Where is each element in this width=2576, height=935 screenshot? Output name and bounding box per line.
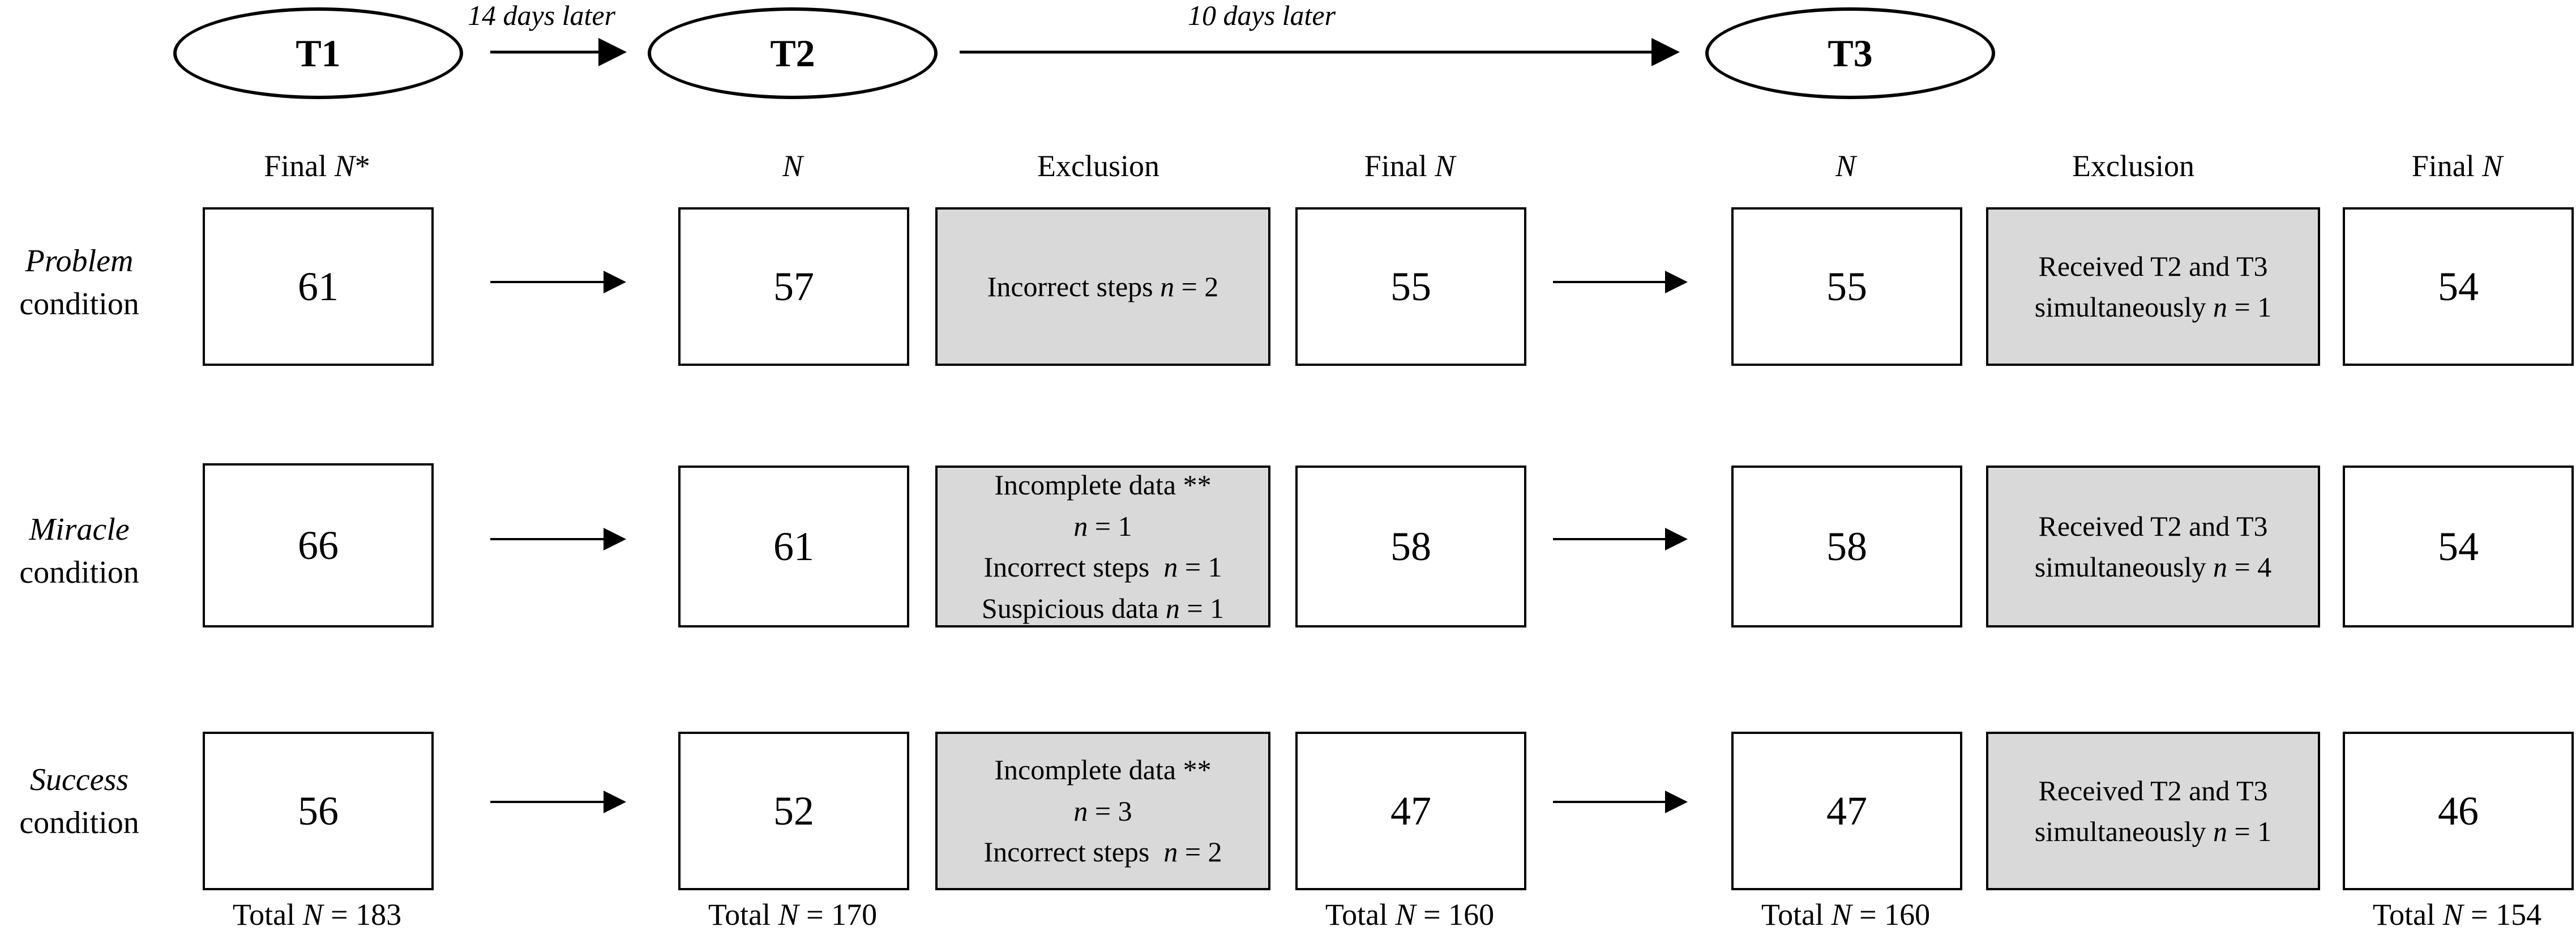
box-miracle-t2-exclusion: Incomplete data ** n = 1 Incorrect steps… bbox=[935, 466, 1270, 627]
header-t1-final-n: Final N* bbox=[264, 149, 370, 183]
box-problem-t2-n: 57 bbox=[678, 207, 909, 366]
exclusion-line: Incomplete data ** bbox=[994, 754, 1212, 786]
box-success-t3-final: 46 bbox=[2343, 732, 2574, 890]
box-success-t2-exclusion: Incomplete data ** n = 3 Incorrect steps… bbox=[935, 732, 1270, 890]
delay-label-t2-t3: 10 days later bbox=[1188, 0, 1336, 31]
timepoint-t3: T3 bbox=[1705, 7, 1995, 99]
box-success-t2-final: 47 bbox=[1295, 732, 1526, 890]
box-miracle-t1-final: 66 bbox=[203, 463, 434, 627]
exclusion-line: simultaneously n = 4 bbox=[2034, 551, 2272, 583]
exclusion-line: Incorrect steps n = 2 bbox=[987, 270, 1219, 302]
header-t2-n: N bbox=[782, 149, 803, 183]
total-t3-n: Total N = 160 bbox=[1761, 898, 1931, 932]
box-miracle-t3-final: 54 bbox=[2343, 466, 2574, 627]
total-t2-n: Total N = 170 bbox=[708, 898, 878, 932]
box-miracle-t3-n: 58 bbox=[1731, 466, 1962, 627]
exclusion-line: simultaneously n = 1 bbox=[2034, 291, 2272, 323]
box-miracle-t2-n: 61 bbox=[678, 466, 909, 627]
timepoint-t2: T2 bbox=[648, 7, 938, 99]
header-t3-final-n: Final N bbox=[2411, 149, 2503, 183]
box-problem-t2-exclusion: Incorrect steps n = 2 bbox=[935, 207, 1270, 366]
exclusion-line: Incomplete data ** bbox=[994, 469, 1212, 501]
exclusion-line: n = 1 bbox=[1073, 510, 1132, 542]
box-miracle-t2-final: 58 bbox=[1295, 466, 1526, 627]
box-miracle-t3-exclusion: Received T2 and T3 simultaneously n = 4 bbox=[1986, 466, 2320, 627]
box-success-t1-final: 56 bbox=[203, 732, 434, 890]
box-problem-t2-final: 55 bbox=[1295, 207, 1526, 366]
header-t2-final-n: Final N bbox=[1364, 149, 1456, 183]
box-problem-t3-final: 54 bbox=[2343, 207, 2574, 366]
exclusion-line: Incorrect steps n = 2 bbox=[983, 836, 1222, 868]
exclusion-line: Received T2 and T3 bbox=[2038, 774, 2268, 806]
exclusion-line: Incorrect steps n = 1 bbox=[983, 551, 1222, 583]
header-t3-exclusion: Exclusion bbox=[2072, 149, 2194, 183]
box-problem-t1-final: 61 bbox=[203, 207, 434, 366]
box-problem-t3-exclusion: Received T2 and T3 simultaneously n = 1 bbox=[1986, 207, 2320, 366]
box-success-t3-n: 47 bbox=[1731, 732, 1962, 890]
timepoint-t1: T1 bbox=[173, 7, 463, 99]
total-t1-final: Total N = 183 bbox=[232, 898, 402, 932]
header-t2-exclusion: Exclusion bbox=[1037, 149, 1159, 183]
exclusion-line: simultaneously n = 1 bbox=[2034, 816, 2272, 847]
delay-label-t1-t2: 14 days later bbox=[468, 0, 616, 31]
header-t3-n: N bbox=[1835, 149, 1856, 183]
exclusion-line: n = 3 bbox=[1073, 795, 1132, 827]
total-t3-final: Total N = 154 bbox=[2372, 898, 2542, 932]
exclusion-line: Received T2 and T3 bbox=[2038, 250, 2268, 282]
box-problem-t3-n: 55 bbox=[1731, 207, 1962, 366]
total-t2-final: Total N = 160 bbox=[1325, 898, 1495, 932]
box-success-t3-exclusion: Received T2 and T3 simultaneously n = 1 bbox=[1986, 732, 2320, 890]
exclusion-line: Suspicious data n = 1 bbox=[981, 592, 1225, 624]
exclusion-line: Received T2 and T3 bbox=[2038, 510, 2268, 542]
box-success-t2-n: 52 bbox=[678, 732, 909, 890]
